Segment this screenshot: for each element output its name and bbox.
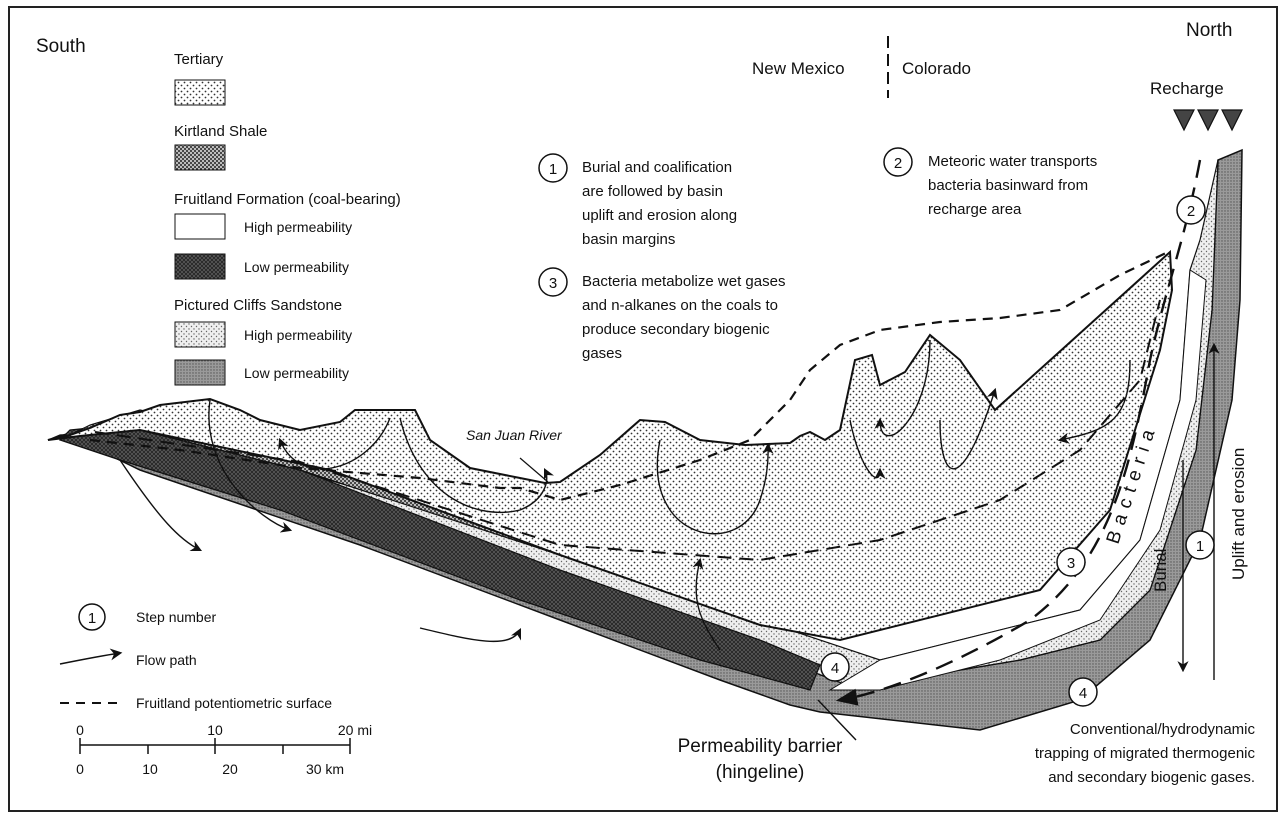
key-step-symbol: 1: [88, 610, 96, 627]
scale-km-tick: 30 km: [306, 761, 344, 777]
permeability-barrier-label: Permeability barrier: [678, 736, 843, 757]
legend-kirtland-swatch: [175, 145, 225, 170]
new-mexico-label: New Mexico: [752, 59, 845, 78]
legend-kirtland-label: Kirtland Shale: [174, 123, 267, 140]
uplift-label: Uplift and erosion: [1229, 448, 1248, 580]
scale-km-tick: 10: [142, 761, 158, 777]
key-step-number-label: Step number: [136, 609, 216, 625]
hingeline-label: (hingeline): [716, 762, 805, 783]
step-1-line: basin margins: [582, 231, 675, 248]
legend: Tertiary Kirtland Shale Fruitland Format…: [174, 51, 401, 385]
step-3-line: and n-alkanes on the coals to: [582, 297, 778, 314]
legend-fruitland-low-swatch: [175, 254, 225, 279]
recharge-arrow: [1222, 110, 1242, 130]
legend-fruitland-label: Fruitland Formation (coal-bearing): [174, 191, 401, 208]
key-potentiometric-label: Fruitland potentiometric surface: [136, 695, 332, 711]
flow-path: [420, 628, 520, 641]
step-1-annotation: 1 Burial and coalification are followed …: [539, 154, 737, 248]
recharge-arrow: [1198, 110, 1218, 130]
step-2-line: recharge area: [928, 201, 1022, 218]
step-1-line: uplift and erosion along: [582, 207, 737, 224]
scale-km-tick: 0: [76, 761, 84, 777]
step-2-annotation: 2 Meteoric water transports bacteria bas…: [884, 148, 1097, 218]
scale-mi-tick: 0: [76, 722, 84, 738]
san-juan-river-label: San Juan River: [466, 427, 563, 443]
colorado-label: Colorado: [902, 59, 971, 78]
recharge-arrow: [1174, 110, 1194, 130]
step-4-line: and secondary biogenic gases.: [1048, 769, 1255, 786]
north-label: North: [1186, 20, 1232, 41]
step-3-annotation: 3 Bacteria metabolize wet gases and n-al…: [539, 268, 785, 362]
legend-fruitland-high-swatch: [175, 214, 225, 239]
legend-fruitland-high-label: High permeability: [244, 219, 352, 235]
step-2-marker-number: 2: [1187, 203, 1195, 220]
step-4-line: Conventional/hydrodynamic: [1070, 721, 1256, 738]
step-3-line: gases: [582, 345, 622, 362]
scale-mi-tick: 10: [207, 722, 223, 738]
legend-tertiary-label: Tertiary: [174, 51, 224, 68]
step-1-line: are followed by basin: [582, 183, 723, 200]
scale-km-tick: 20: [222, 761, 238, 777]
legend-pc-high-label: High permeability: [244, 327, 352, 343]
recharge-arrows: [1174, 110, 1242, 130]
step-3-line: Bacteria metabolize wet gases: [582, 273, 785, 290]
step-4-line: trapping of migrated thermogenic: [1035, 745, 1256, 762]
scale-bar: 0 10 20 mi 0 10 20 30 km: [76, 722, 372, 777]
legend-fruitland-low-label: Low permeability: [244, 259, 349, 275]
step-1-marker-number: 1: [1196, 538, 1204, 555]
legend-pc-high-swatch: [175, 322, 225, 347]
south-label: South: [36, 36, 86, 57]
step-1-line: Burial and coalification: [582, 159, 732, 176]
recharge-label: Recharge: [1150, 79, 1224, 98]
step-3-line: produce secondary biogenic: [582, 321, 770, 338]
legend-pc-low-label: Low permeability: [244, 365, 349, 381]
key-flow-path-label: Flow path: [136, 652, 197, 668]
step-2-line: Meteoric water transports: [928, 153, 1097, 170]
legend-pc-low-swatch: [175, 360, 225, 385]
step-4-marker-number: 4: [831, 660, 839, 677]
step-2-number: 2: [894, 155, 902, 172]
symbol-key: 1 Step number Flow path Fruitland potent…: [60, 604, 332, 711]
step-1-number: 1: [549, 161, 557, 178]
step-3-marker-number: 3: [1067, 555, 1075, 572]
burial-label: Burial: [1151, 549, 1170, 592]
legend-tertiary-swatch: [175, 80, 225, 105]
step-2-line: bacteria basinward from: [928, 177, 1088, 194]
step-3-number: 3: [549, 275, 557, 292]
legend-pictured-cliffs-label: Pictured Cliffs Sandstone: [174, 297, 342, 314]
scale-mi-tick: 20 mi: [338, 722, 372, 738]
step-4-number: 4: [1079, 685, 1087, 702]
key-flow-path-icon: [60, 653, 120, 664]
